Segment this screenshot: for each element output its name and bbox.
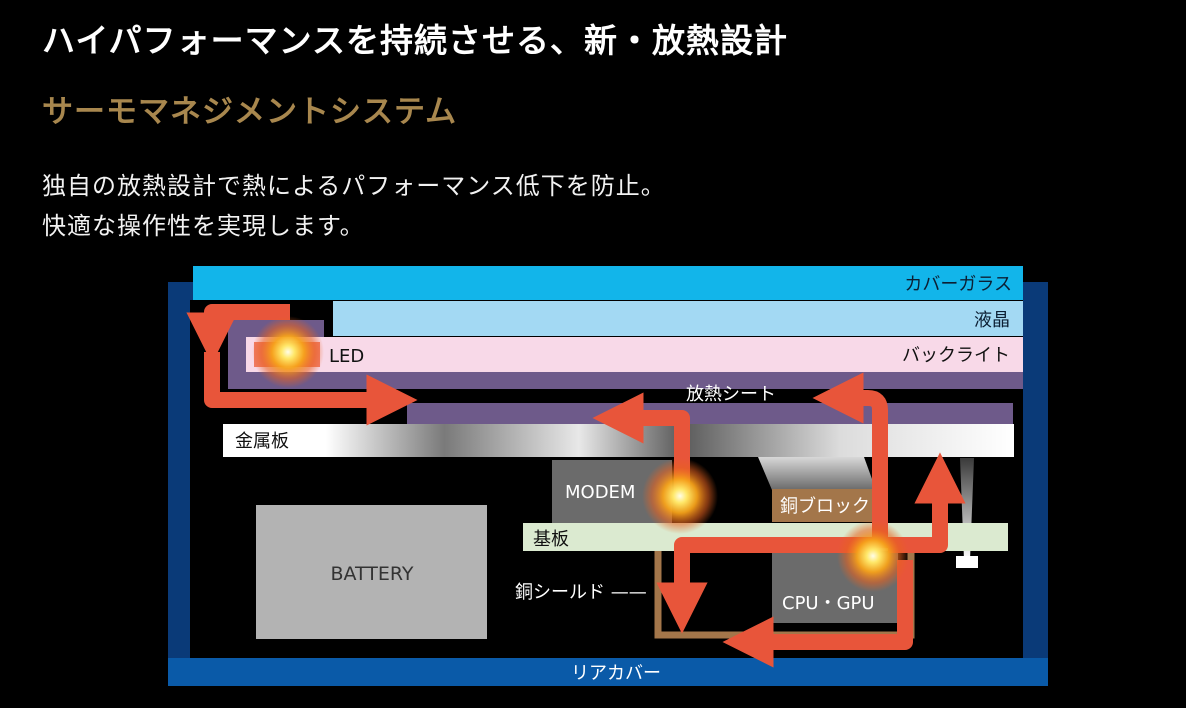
modem-label: MODEM (565, 482, 635, 503)
copper-block (772, 489, 872, 522)
heat-glow-led (252, 316, 324, 388)
backlight-label: バックライト (902, 345, 1010, 366)
heat-arrow-led-top (186, 304, 290, 364)
section-subtitle: サーモマネジメントシステム (42, 94, 458, 130)
rear-cover-label: リアカバー (571, 663, 661, 684)
backlight-layer (246, 337, 1023, 372)
battery (256, 505, 487, 639)
lcd-layer (333, 301, 1023, 336)
lcd-label: 液晶 (974, 310, 1010, 331)
heat-sheet-layer (407, 403, 1013, 424)
heat-arrow-cpu-bottom (722, 560, 913, 668)
board-label: 基板 (533, 529, 569, 550)
heat-arrow-cpu-up (812, 372, 888, 548)
cover-glass-layer (193, 266, 1023, 300)
copper-block-label: 銅ブロック (780, 495, 870, 517)
copper-shield-label: 銅シールド —— (515, 582, 647, 603)
metal-plate-layer (223, 424, 1014, 457)
heat-arrow-cpu-down (656, 537, 875, 634)
page-title: ハイパフォーマンスを持続させる、新・放熱設計 (42, 21, 789, 60)
heat-arrow-led-down (204, 352, 418, 426)
cpu-gpu-label: CPU・GPU (782, 593, 875, 614)
battery-label: BATTERY (330, 563, 413, 585)
description-line-1: 独自の放熱設計で熱によるパフォーマンス低下を防止。 (42, 172, 666, 200)
heat-sheet-label: 放熱シート (686, 384, 776, 405)
rear-cover-layer (168, 658, 1048, 686)
metal-plate-label: 金属板 (235, 431, 289, 452)
heat-glow-modem (642, 458, 718, 534)
heat-glow-cpu (837, 520, 909, 592)
support-foot (956, 556, 978, 568)
cover-glass-label: カバーガラス (904, 274, 1012, 295)
led-label: LED (329, 346, 364, 367)
copper-block-taper (758, 457, 876, 490)
description-line-2: 快適な操作性を実現します。 (42, 212, 365, 240)
backlight-purple-strip (228, 372, 1023, 389)
